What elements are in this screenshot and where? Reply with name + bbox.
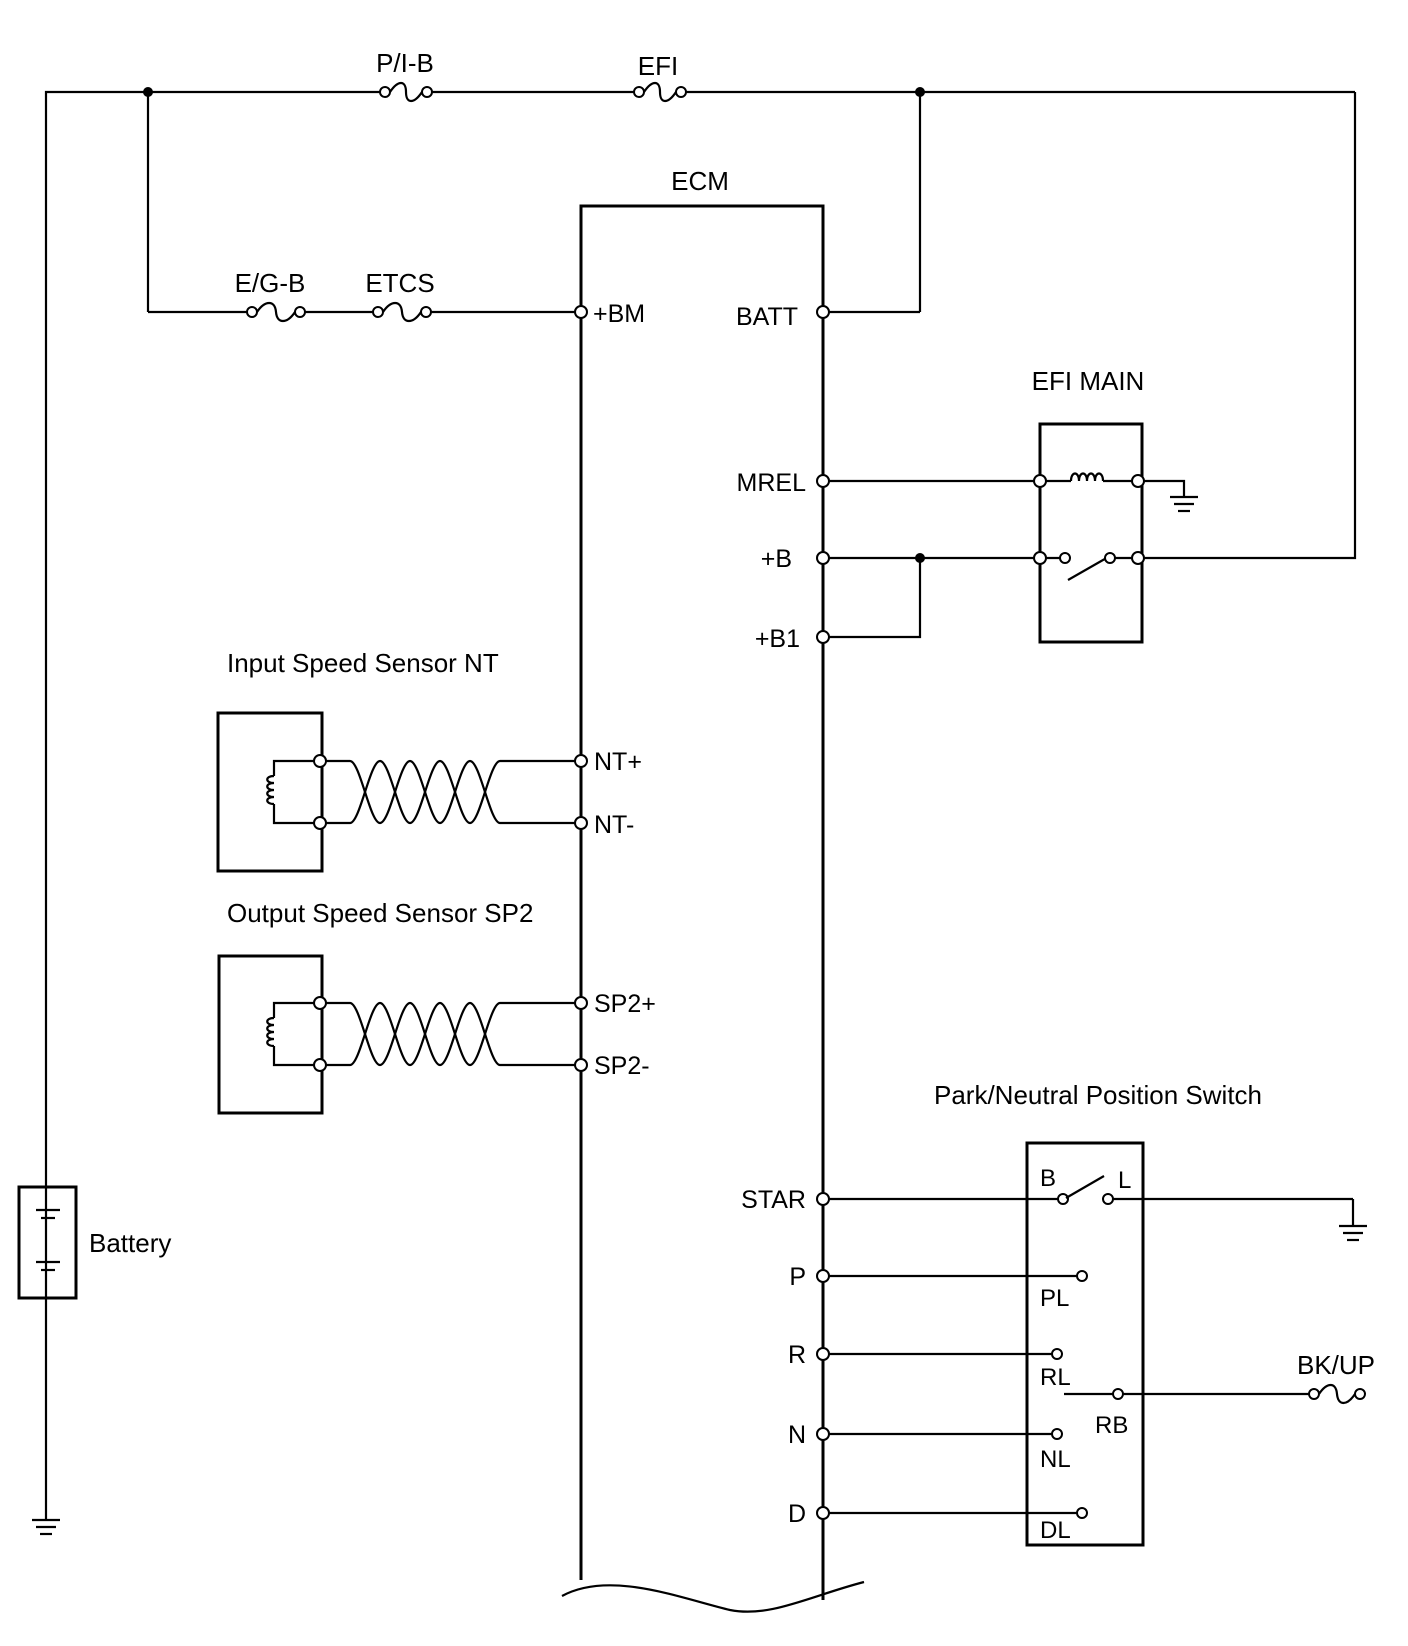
pnp-pin-pl: PL xyxy=(1040,1285,1069,1312)
pin-bm-label: +BM xyxy=(593,300,645,328)
pin-d xyxy=(816,1506,830,1520)
efi-main-relay: EFI MAIN xyxy=(1032,366,1145,644)
battery: Battery xyxy=(17,1185,171,1300)
pnp-switch-title: Park/Neutral Position Switch xyxy=(934,1080,1262,1110)
ground-symbol xyxy=(1170,495,1198,513)
fuse-efi-label: EFI xyxy=(638,51,678,81)
relay-coil xyxy=(1069,472,1105,482)
twisted-pair-b xyxy=(326,1001,510,1067)
pin-sp2p xyxy=(574,996,588,1010)
sensor-coil xyxy=(266,1016,275,1048)
pnp-pin-rl: RL xyxy=(1040,1364,1071,1391)
fuse-etcs-label: ETCS xyxy=(365,268,434,298)
ground-symbol xyxy=(1339,1224,1367,1242)
pin-sp2m xyxy=(574,1058,588,1072)
ground-symbol xyxy=(32,1518,60,1536)
pin-mrel xyxy=(816,474,830,488)
pin-n xyxy=(816,1427,830,1441)
pnp-switch-arm xyxy=(1065,1175,1105,1199)
input-speed-sensor: Input Speed Sensor NT xyxy=(216,648,575,873)
pin-bm xyxy=(574,305,588,319)
pnp-pin-nl: NL xyxy=(1040,1446,1071,1473)
fuse-bkup: BK/UP xyxy=(1297,1350,1375,1405)
fuse-egb-label: E/G-B xyxy=(235,268,306,298)
park-neutral-switch: Park/Neutral Position Switch B L PL RL R… xyxy=(934,1080,1262,1547)
ecm-break-line xyxy=(561,1580,865,1613)
output-speed-sensor: Output Speed Sensor SP2 xyxy=(217,898,575,1115)
fuse-bkup-label: BK/UP xyxy=(1297,1350,1375,1380)
top-power-bus xyxy=(44,87,1357,1520)
pin-b xyxy=(816,551,830,565)
pin-sp2m-label: SP2- xyxy=(594,1052,650,1080)
fuse-etcs: ETCS xyxy=(365,268,435,323)
pnp-pin-dl: DL xyxy=(1040,1517,1071,1544)
pnp-pin-b: B xyxy=(1040,1165,1056,1192)
ecm-title: ECM xyxy=(671,166,729,196)
pin-r xyxy=(816,1347,830,1361)
pin-ntm-label: NT- xyxy=(594,811,634,839)
pin-mrel-label: MREL xyxy=(737,469,807,497)
fuse-efi: EFI xyxy=(633,51,687,103)
relay-title: EFI MAIN xyxy=(1032,366,1145,396)
pin-p xyxy=(816,1269,830,1283)
battery-label: Battery xyxy=(89,1228,171,1258)
junction-dot xyxy=(915,87,925,97)
pin-b-label: +B xyxy=(761,545,792,573)
pnp-pin-l: L xyxy=(1118,1167,1131,1194)
pin-b1-label: +B1 xyxy=(755,625,800,653)
pnp-pin-rb: RB xyxy=(1095,1412,1128,1439)
pin-ntp xyxy=(574,754,588,768)
ecm: ECM xyxy=(561,166,865,1613)
junction-dot xyxy=(143,87,153,97)
twisted-pair-b xyxy=(326,759,510,825)
pin-batt xyxy=(816,305,830,319)
pin-batt-label: BATT xyxy=(736,303,798,331)
pin-n-label: N xyxy=(788,1421,806,1449)
pin-ntm xyxy=(574,816,588,830)
pin-star-label: STAR xyxy=(741,1186,806,1214)
sensor-coil xyxy=(266,774,275,806)
pin-d-label: D xyxy=(788,1500,806,1528)
pin-ntp-label: NT+ xyxy=(594,748,642,776)
pin-sp2p-label: SP2+ xyxy=(594,990,656,1018)
pin-r-label: R xyxy=(788,1341,806,1369)
input-sensor-title: Input Speed Sensor NT xyxy=(227,648,499,678)
pin-b1 xyxy=(816,630,830,644)
pin-star xyxy=(816,1192,830,1206)
relay-switch-arm xyxy=(1067,555,1111,581)
pin-p-label: P xyxy=(789,1263,806,1291)
fuse-pib: P/I-B xyxy=(376,48,434,103)
output-sensor-title: Output Speed Sensor SP2 xyxy=(227,898,533,928)
fuse-egb: E/G-B xyxy=(235,268,306,323)
fuse-pib-label: P/I-B xyxy=(376,48,434,78)
